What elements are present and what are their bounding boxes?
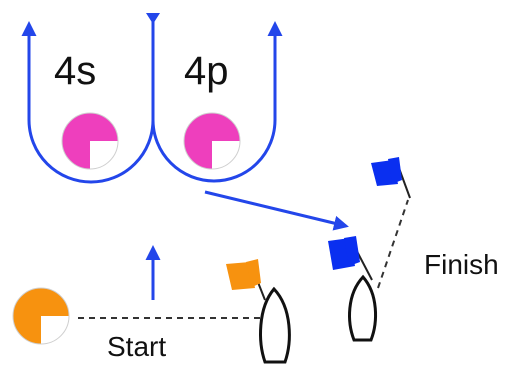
start-label: Start — [107, 331, 166, 362]
gate-4s-loop — [21, 20, 155, 184]
gate-label-4s: 4s — [54, 49, 96, 93]
course-path — [21, 20, 349, 300]
finish-line — [377, 199, 409, 289]
gate-label-4p: 4p — [184, 49, 229, 93]
finish-label: Finish — [424, 249, 499, 280]
boat-icon — [348, 274, 377, 342]
flag-icon — [371, 157, 411, 199]
boat-icon — [259, 286, 291, 364]
flag-icon — [226, 259, 266, 301]
top-arrow-icon — [146, 13, 160, 24]
gate-4p-loop — [151, 21, 283, 183]
gate-mark-icon — [61, 112, 119, 170]
start-mark-icon — [12, 287, 70, 345]
flag-icon — [328, 236, 373, 281]
gate-mark-icon — [183, 112, 241, 170]
finish-leg — [204, 190, 349, 231]
